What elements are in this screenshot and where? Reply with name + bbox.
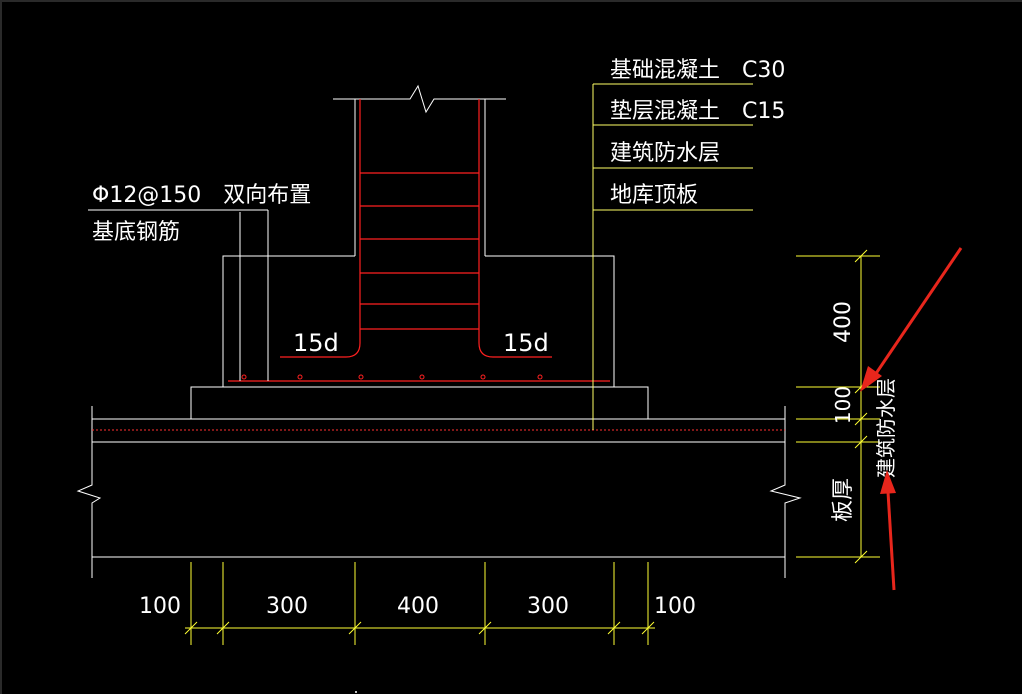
hook-length-left: 15d (293, 329, 339, 357)
material-legend: 基础混凝土 C30 垫层混凝土 C15 建筑防水层 地库顶板 (610, 58, 785, 208)
rebar-dot (537, 374, 543, 380)
column-break-line (333, 84, 506, 114)
dim-slab-thickness: 板厚 (831, 478, 856, 522)
hook-length-right: 15d (503, 329, 549, 357)
slab-break-right (769, 406, 802, 578)
dim-bottom-5: 100 (654, 594, 696, 619)
rebar-dot (480, 374, 486, 380)
cushion-layer (190, 386, 649, 420)
bottom-dimension-lines (184, 562, 655, 645)
rebar-dot (297, 374, 303, 380)
legend-foundation-concrete: 基础混凝土 C30 (610, 58, 785, 83)
bottom-dimension-labels: 100 300 400 300 100 (139, 594, 696, 619)
rebar-dot (419, 374, 425, 380)
dim-bottom-2: 300 (266, 594, 308, 619)
column-outline (333, 84, 506, 256)
dim-bottom-4: 300 (527, 594, 569, 619)
slab-break-left (76, 406, 102, 578)
legend-waterproof: 建筑防水层 (610, 141, 720, 166)
dim-footing-height: 400 (831, 301, 856, 343)
bottom-rebar-dots (241, 374, 543, 380)
dim-bottom-3: 400 (397, 594, 439, 619)
legend-basement-roof: 地库顶板 (610, 183, 698, 208)
rebar-spec-label: Φ12@150 双向布置 (92, 183, 311, 208)
rebar-name-label: 基底钢筋 (92, 220, 180, 245)
hook-rebar-left (280, 330, 361, 358)
rebar-dot (358, 374, 364, 380)
dim-waterproof-label: 建筑防水层 (874, 378, 898, 478)
rebar-dot (241, 374, 247, 380)
dim-bottom-1: 100 (139, 594, 181, 619)
legend-cushion-concrete: 垫层混凝土 C15 (610, 99, 785, 124)
legend-leader (592, 83, 753, 430)
dim-cushion-height: 100 (831, 386, 855, 424)
rebar-leader (88, 209, 269, 381)
footing-outline (222, 255, 615, 388)
hook-rebar-right (478, 330, 552, 358)
annotation-arrow-upper (860, 247, 963, 392)
annotation-arrow-lower (880, 470, 896, 591)
cursor-marker (355, 691, 357, 693)
basement-slab (76, 406, 802, 578)
rebar-cage (228, 99, 610, 382)
right-dimension-lines (796, 249, 880, 564)
